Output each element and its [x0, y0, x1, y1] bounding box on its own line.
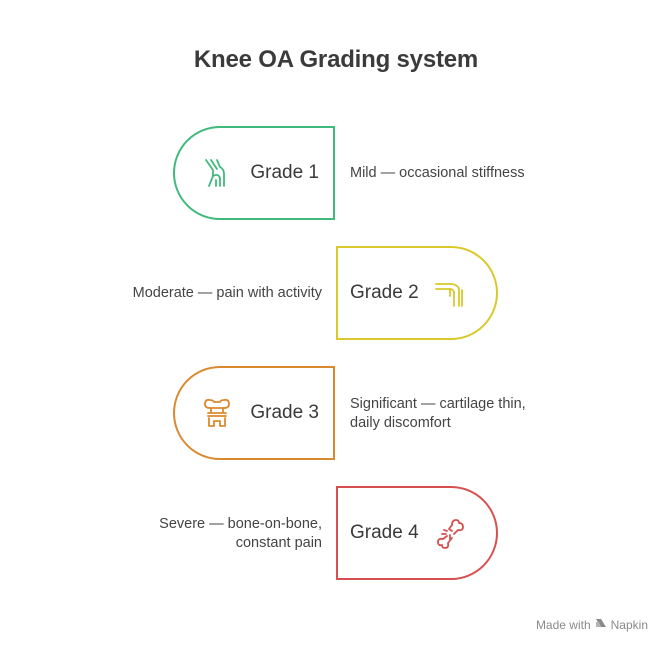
grade-4-card: Grade 4: [336, 486, 498, 580]
napkin-brand-label: Napkin: [610, 617, 648, 632]
description-line: daily discomfort: [350, 415, 451, 431]
page-title: Knee OA Grading system: [193, 46, 479, 73]
description-line: Severe — bone-on-bone,: [159, 516, 322, 532]
broken-bone-icon: [433, 516, 467, 550]
grade-4-description: Severe — bone-on-bone, constant pain: [159, 515, 322, 553]
grade-label: Grade 3: [250, 402, 319, 423]
grade-1-description: Mild — occasional stiffness: [350, 164, 525, 183]
grade-3-card: Grade 3: [173, 366, 335, 460]
description-line: Mild — occasional stiffness: [350, 165, 525, 181]
grade-2-description: Moderate — pain with activity: [133, 284, 322, 303]
description-line: constant pain: [235, 535, 322, 551]
made-with-label: Made with: [535, 617, 591, 632]
description-line: Moderate — pain with activity: [132, 285, 322, 301]
grade-label: Grade 4: [350, 522, 419, 543]
made-with-napkin-footer[interactable]: Made with Napkin: [536, 617, 648, 632]
grade-label: Grade 1: [250, 162, 319, 183]
grade-label: Grade 2: [350, 282, 419, 303]
grade-2-card: Grade 2: [336, 246, 498, 340]
knee-joint-icon: [200, 156, 234, 190]
grade-3-description: Significant — cartilage thin, daily disc…: [350, 395, 526, 433]
bent-knee-icon: [433, 276, 467, 310]
grade-1-card: Grade 1: [173, 126, 335, 220]
description-line: Significant — cartilage thin,: [350, 396, 526, 412]
joint-gap-icon: [200, 396, 234, 430]
napkin-logo-icon: [595, 617, 607, 632]
